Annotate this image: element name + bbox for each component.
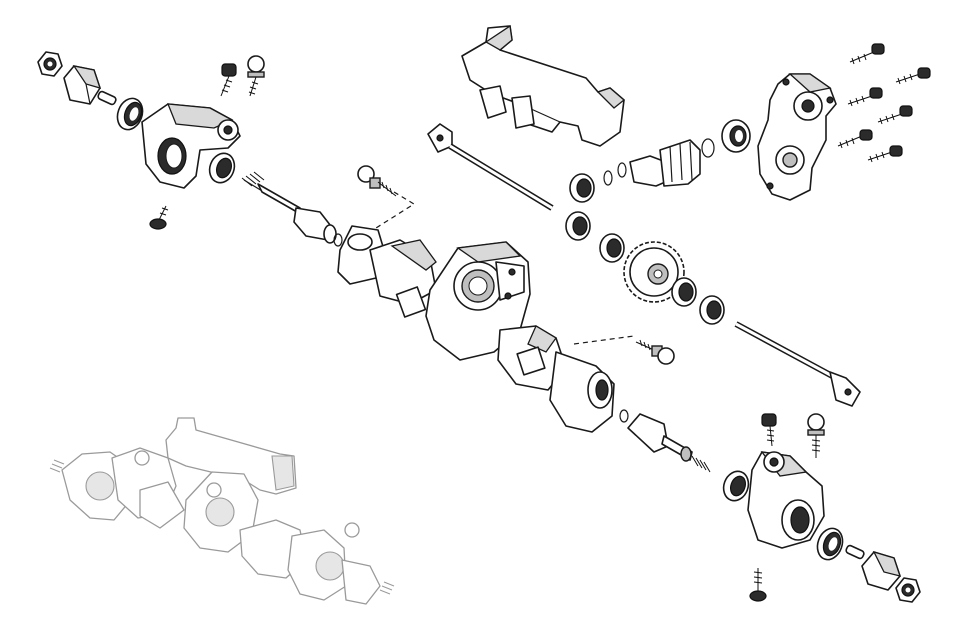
- leader-line-left: [375, 191, 416, 229]
- shim-trans-1: [603, 162, 627, 186]
- servo-mount: [461, 24, 626, 147]
- bearing-left-inner: [208, 152, 236, 184]
- pinion-gear: [629, 139, 701, 187]
- bearing-trans-5: [671, 277, 697, 307]
- bearing-trans-2: [721, 119, 751, 153]
- axle-shaft-left: [241, 171, 337, 244]
- steering-knuckle-left: [141, 103, 241, 189]
- c-ring-right: [619, 409, 629, 423]
- axle-shaft-right: [627, 413, 711, 473]
- ball-stud-center-left: [357, 165, 397, 197]
- hex-pin-right: [845, 544, 865, 560]
- cap-screw-2: [895, 67, 931, 85]
- cap-screw-right-top: [761, 413, 777, 447]
- cap-screw-left-top: [220, 63, 237, 97]
- bearing-trans-4: [599, 233, 625, 263]
- ball-stud-center-right: [635, 339, 675, 365]
- bearing-trans-3: [565, 211, 591, 241]
- c-ring-left: [333, 233, 343, 247]
- lock-nut-right: [895, 577, 921, 603]
- bearing-right-inner: [722, 470, 750, 502]
- dogbone-driveshaft-bottom: [734, 321, 861, 407]
- hex-pin-left: [97, 90, 117, 106]
- lock-nut-left: [37, 51, 63, 77]
- bearing-trans-6: [699, 295, 725, 325]
- spur-gear: [623, 241, 685, 303]
- bearing-trans-1: [569, 173, 595, 203]
- ball-stud-left: [247, 55, 265, 97]
- assembled-axle-preview: [49, 417, 395, 605]
- ball-stud-right: [807, 413, 825, 458]
- bearing-right-outer: [816, 527, 844, 561]
- cap-screw-1: [849, 43, 885, 65]
- gearbox-housing: [757, 73, 837, 201]
- bearing-left-outer: [116, 97, 144, 131]
- dogbone-driveshaft-top: [427, 123, 554, 211]
- knuckle-screw-left: [149, 205, 169, 230]
- cap-screws-gearbox: [837, 43, 931, 163]
- axle-housing: [337, 225, 615, 433]
- leader-line-right: [573, 335, 635, 345]
- cap-screw-5: [837, 129, 873, 149]
- cap-screw-4: [877, 105, 913, 125]
- shim-trans-2: [701, 138, 715, 158]
- cap-screw-6: [867, 145, 903, 163]
- steering-knuckle-right: [747, 451, 825, 549]
- cap-screw-3: [847, 87, 883, 107]
- wheel-hex-right: [861, 550, 901, 591]
- knuckle-screw-right: [749, 568, 767, 602]
- wheel-hex-left: [63, 65, 102, 105]
